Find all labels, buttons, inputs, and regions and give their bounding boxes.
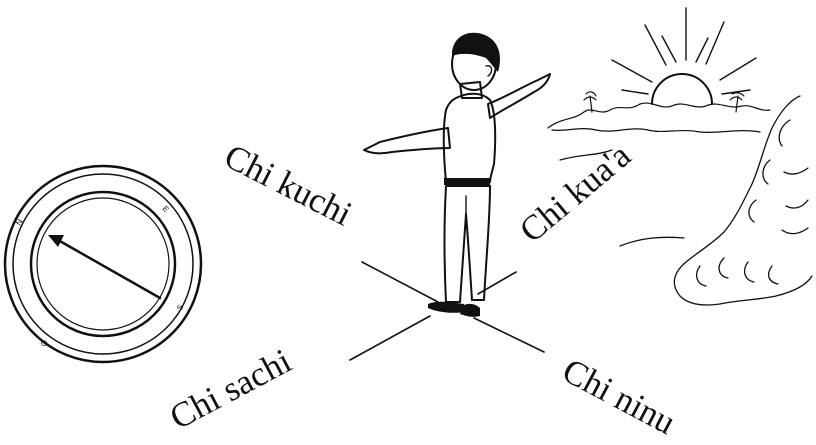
label-west: Chi sachi (163, 341, 297, 437)
compass-letter-s: S (175, 303, 185, 312)
direction-lines (349, 261, 545, 361)
bushes-icon (559, 95, 813, 306)
sunrise-landscape (547, 7, 813, 306)
shoe-icon (428, 301, 464, 313)
compass-needle-icon (48, 235, 162, 300)
label-south: Chi ninu (556, 351, 682, 442)
sun-rays-icon (611, 7, 757, 95)
compass-letter-e: E (161, 204, 171, 214)
sun-icon (651, 73, 713, 105)
compass: N E S O (3, 164, 203, 364)
line-north (361, 261, 439, 303)
label-north: Chi kuchi (218, 136, 358, 233)
line-south (473, 317, 545, 353)
label-east: Chi kua'a (512, 135, 638, 250)
compass-letter-o: O (39, 338, 50, 349)
boy-figure (363, 32, 551, 317)
shoreline-trees-icon (547, 91, 771, 134)
shoe-icon (460, 303, 480, 317)
hair-icon (452, 32, 501, 72)
compass-letter-n: N (14, 217, 25, 227)
line-west (349, 315, 431, 361)
